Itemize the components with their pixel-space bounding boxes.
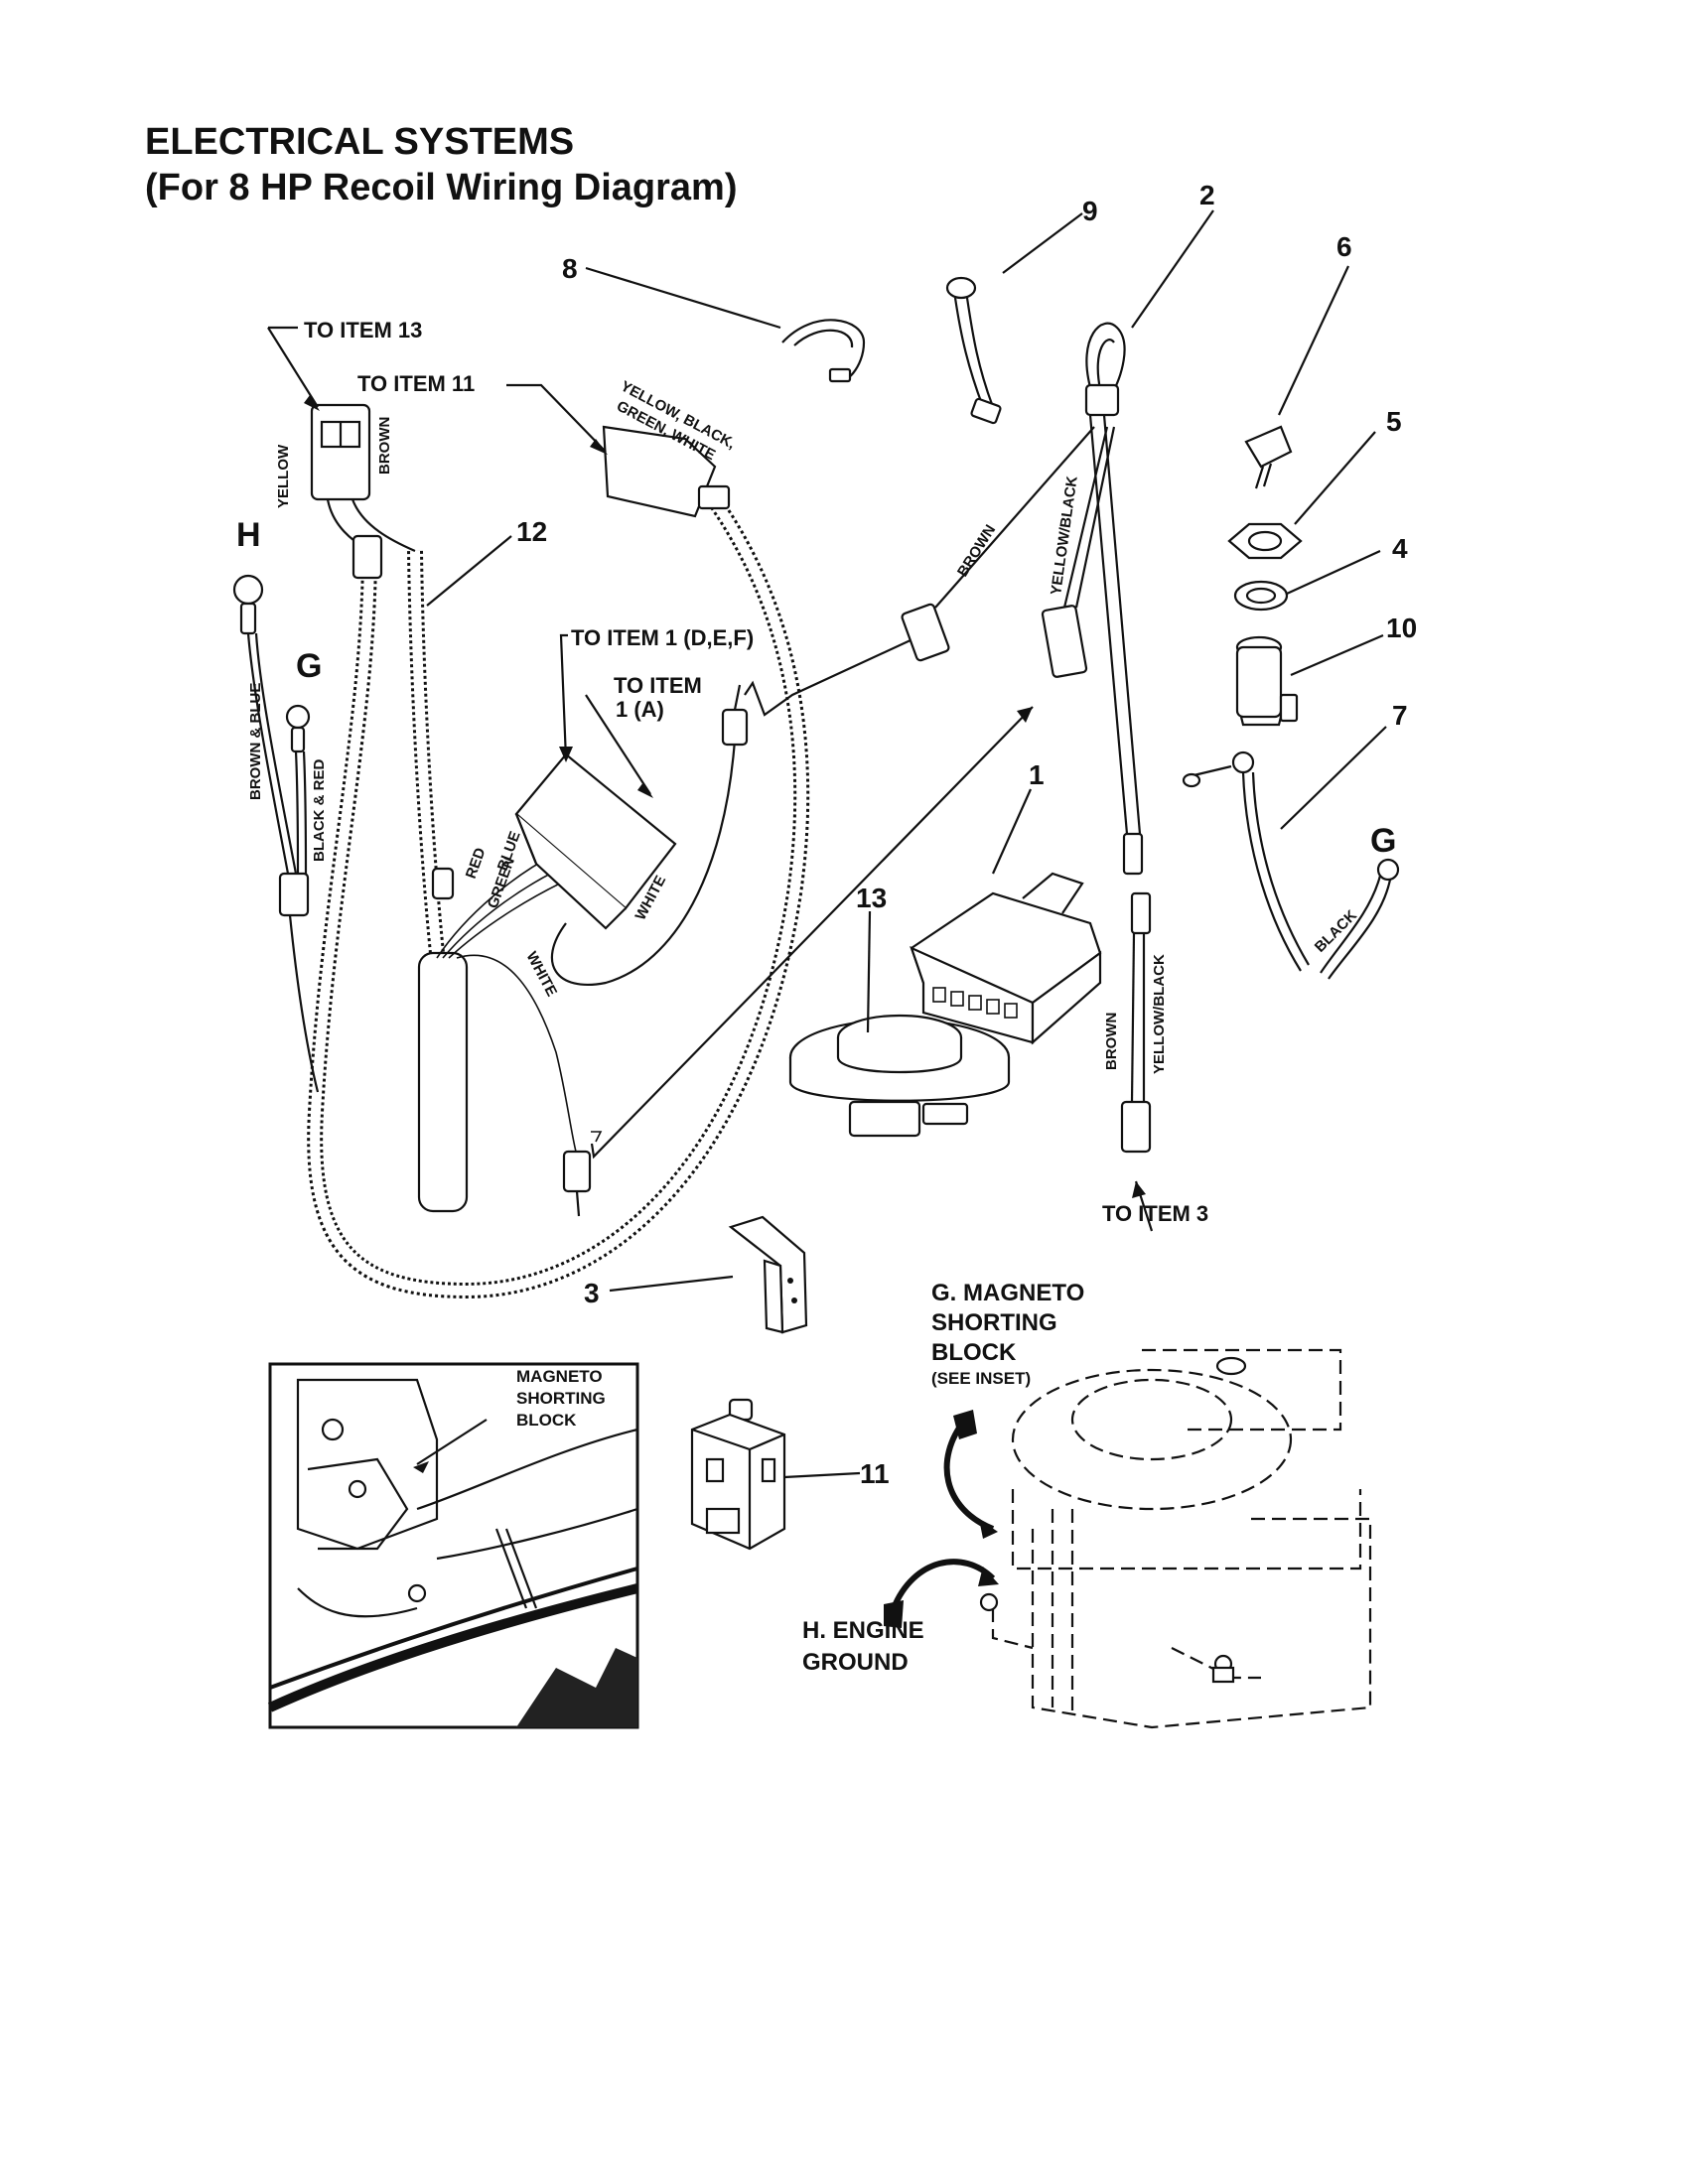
item-1-connector — [910, 872, 1102, 1045]
item-6-key — [1244, 425, 1293, 489]
part-number-2: 2 — [1199, 180, 1215, 210]
part-number-9: 9 — [1082, 196, 1098, 226]
wire-label-yellow-black-upper: YELLOW/BLACK — [1048, 475, 1081, 596]
callout-to-item-1a-line1: TO ITEM — [614, 673, 702, 698]
wire-label-red: RED — [463, 846, 490, 882]
connector-to-item-1-def — [514, 752, 677, 930]
part-number-10: 10 — [1386, 613, 1417, 643]
part-number-7: 7 — [1392, 700, 1408, 731]
terminal-g-left — [278, 704, 320, 1093]
item-11-relay — [690, 1398, 786, 1551]
callout-to-item-3: TO ITEM 3 — [1102, 1201, 1208, 1226]
title-line-1: ELECTRICAL SYSTEMS — [145, 121, 575, 163]
connector-to-item-13 — [310, 403, 416, 580]
part-number-6: 6 — [1336, 231, 1352, 262]
engine-h-line2: GROUND — [802, 1649, 909, 1676]
lower-white-connector — [562, 1131, 603, 1217]
callout-to-item-1-def: TO ITEM 1 (D,E,F) — [571, 625, 754, 650]
terminal-letter-h: H — [236, 516, 261, 554]
wire-label-black-and-red: BLACK & RED — [311, 759, 328, 862]
magneto-arrow — [943, 1410, 998, 1539]
wire-label-yellow-black-lower: YELLOW/BLACK — [1151, 954, 1168, 1074]
part-number-3: 3 — [584, 1278, 600, 1308]
engine-g-line3: BLOCK — [931, 1339, 1017, 1366]
wire-label-brown-upper: BROWN — [954, 522, 999, 580]
terminal-h — [232, 574, 298, 875]
callout-to-item-1a-line2: 1 (A) — [616, 697, 664, 722]
callout-to-item-11: TO ITEM 11 — [357, 371, 475, 396]
item-5-nut — [1227, 522, 1303, 560]
terminal-letter-g-right: G — [1370, 822, 1396, 860]
wire-label-brown-lower: BROWN — [1103, 1013, 1120, 1070]
inset-label-line1: MAGNETO — [516, 1367, 603, 1386]
part-number-11: 11 — [860, 1458, 890, 1489]
part-number-8: 8 — [562, 253, 578, 284]
wire-label-yellow: YELLOW — [275, 444, 292, 508]
callout-to-item-13: TO ITEM 13 — [304, 318, 422, 342]
title-line-2: (For 8 HP Recoil Wiring Diagram) — [145, 167, 738, 208]
item-9-clip — [945, 276, 1002, 425]
harness-sleeve — [417, 951, 469, 1213]
wire-label-brown-top: BROWN — [376, 417, 393, 475]
item-10-switch — [1235, 635, 1299, 727]
inset-photo — [267, 1362, 639, 1729]
connector-to-item-11 — [602, 425, 731, 518]
item-7-ground-wire — [1182, 751, 1400, 980]
engine-g-line2: SHORTING — [931, 1309, 1057, 1336]
part-number-4: 4 — [1392, 533, 1408, 564]
item-2-lead — [901, 322, 1154, 1232]
engine-g-line4: (SEE INSET) — [931, 1369, 1031, 1388]
item-13-module — [788, 1014, 1011, 1138]
engine-outline — [979, 1348, 1372, 1729]
inset-label-line3: BLOCK — [516, 1411, 577, 1430]
wire-label-green: GREEN — [485, 855, 518, 910]
item-3-bracket — [728, 1215, 808, 1334]
wire-label-brown-and-blue: BROWN & BLUE — [247, 683, 264, 800]
page-title: ELECTRICAL SYSTEMS (For 8 HP Recoil Wiri… — [145, 119, 738, 210]
main-harness — [307, 496, 810, 1299]
white-wire-loop — [550, 684, 749, 986]
part-number-5: 5 — [1386, 406, 1402, 437]
engine-h-line1: H. ENGINE — [802, 1617, 924, 1644]
inset-label-line2: SHORTING — [516, 1389, 606, 1408]
ground-arrow — [884, 1559, 999, 1628]
part-number-12: 12 — [516, 516, 547, 547]
item-8-clip — [781, 319, 866, 383]
engine-g-line1: G. MAGNETO — [931, 1280, 1084, 1306]
part-number-13: 13 — [856, 883, 887, 913]
leader-lines — [267, 209, 1387, 1479]
part-number-1: 1 — [1029, 759, 1045, 790]
item-4-washer — [1233, 580, 1289, 612]
terminal-letter-g-left: G — [296, 647, 322, 685]
